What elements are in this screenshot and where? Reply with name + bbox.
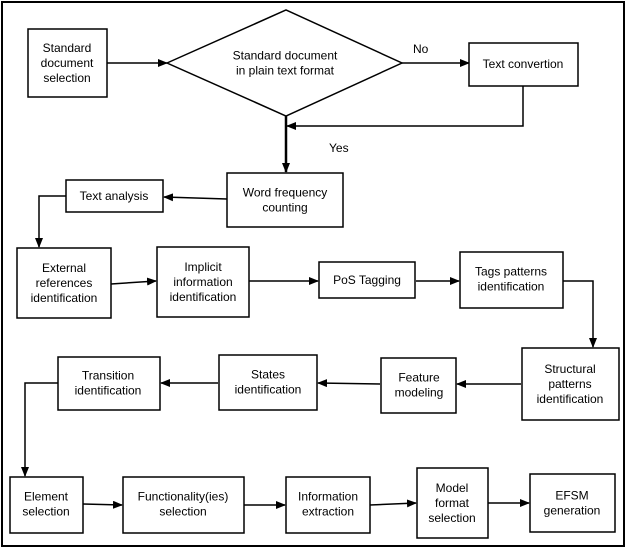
node-label-line: selection	[43, 71, 90, 85]
node-label-line: generation	[544, 504, 601, 518]
node-label-line: identification	[75, 384, 142, 398]
node-label-line: references	[36, 276, 93, 290]
node-label-line: Information	[298, 490, 358, 504]
node-label-line: extraction	[302, 505, 354, 519]
node-label-line: Text analysis	[80, 189, 149, 203]
node-functionality-selection: Functionality(ies)selection	[122, 476, 245, 534]
connectors	[21, 59, 597, 509]
node-label-line: Implicit	[184, 260, 222, 274]
node-label-line: External	[42, 261, 86, 275]
node-label-line: identification	[537, 392, 604, 406]
node-label-line: selection	[22, 505, 69, 519]
edge-label-no: No	[413, 42, 429, 56]
arrow-external-to-implicit	[110, 277, 157, 286]
node-label-line: in plain text format	[236, 64, 335, 78]
node-label-line: modeling	[395, 386, 444, 400]
node-label-line: identification	[235, 383, 302, 397]
node-label-line: Model	[436, 481, 469, 495]
node-label-line: Tags patterns	[475, 265, 547, 279]
node-label-line: States	[251, 368, 285, 382]
arrow-convertion-back-to-flow	[286, 86, 524, 130]
arrow-tags-to-structural	[563, 280, 597, 348]
node-label-line: document	[41, 56, 94, 70]
node-label-line: selection	[159, 505, 206, 519]
node-label-line: Structural	[544, 362, 595, 376]
node-label-line: selection	[428, 511, 475, 525]
node-label: PoS Tagging	[333, 273, 401, 287]
node-label-line: Standard	[43, 41, 92, 55]
node-label-line: patterns	[548, 377, 591, 391]
edge-label-yes: Yes	[329, 141, 349, 155]
node-text-convertion: Text convertion	[468, 42, 579, 87]
node-label-line: format	[435, 496, 470, 510]
node-label-line: Text convertion	[483, 57, 564, 71]
arrow-extraction-to-model	[369, 499, 417, 508]
node-label-line: Feature	[398, 371, 440, 385]
node-label-line: PoS Tagging	[333, 273, 401, 287]
node-label-line: Element	[24, 490, 69, 504]
node-label-line: information	[173, 275, 232, 289]
node-label-line: Standard document	[233, 49, 338, 63]
arrow-element-to-functionality	[82, 500, 123, 509]
arrow-textanalysis-to-external	[35, 195, 66, 248]
node-label: Text analysis	[80, 189, 149, 203]
node-label-line: EFSM	[555, 489, 588, 503]
node-label-line: identification	[170, 290, 237, 304]
node-label-line: identification	[31, 291, 98, 305]
arrow-wordfreq-to-textanalysis	[163, 193, 228, 202]
node-pos-tagging: PoS Tagging	[318, 261, 416, 299]
node-label-line: identification	[478, 280, 545, 294]
node-label: Text convertion	[483, 57, 564, 71]
node-label-line: Functionality(ies)	[138, 490, 229, 504]
node-label-line: counting	[262, 201, 307, 215]
node-label: Functionality(ies)selection	[138, 490, 229, 519]
arrow-feature-to-states	[317, 379, 381, 388]
node-label-line: Transition	[82, 369, 134, 383]
node-label-line: Word frequency	[243, 186, 328, 200]
node-text-analysis: Text analysis	[65, 179, 164, 213]
arrow-transition-to-element	[21, 382, 58, 477]
